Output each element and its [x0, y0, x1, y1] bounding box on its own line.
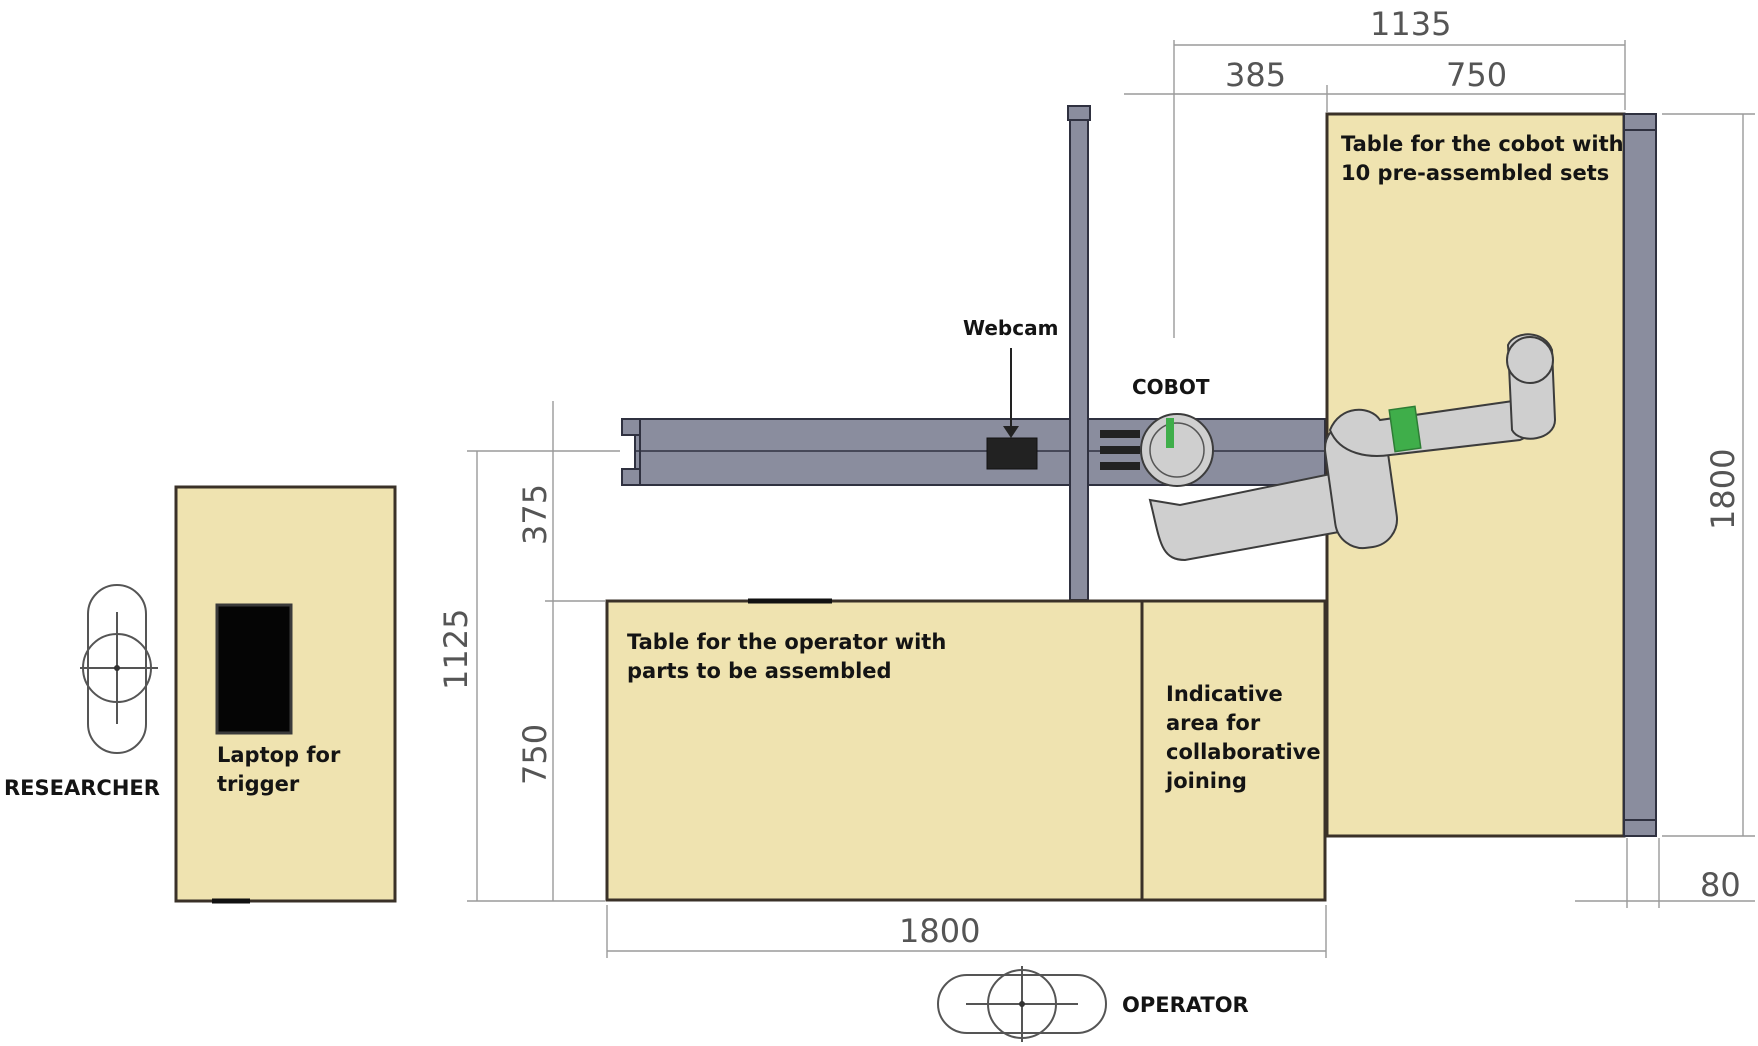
- vertical-post-bar: [1069, 105, 1089, 601]
- webcam-label: Webcam: [963, 316, 1058, 340]
- dim-top-total: 1135: [1370, 5, 1451, 43]
- collaborative-area: Indicative area for collaborative joinin…: [1140, 599, 1327, 902]
- researcher-label: RESEARCHER: [4, 776, 160, 800]
- operator-table: Table for the operator with parts to be …: [605, 598, 1144, 902]
- dim-right-height: 1800: [1704, 449, 1742, 530]
- dimension-top: 1135 385 750: [1124, 5, 1626, 338]
- person-center-dot: [114, 665, 120, 671]
- gantry-beam: [621, 418, 1326, 486]
- operator-center-dot: [1019, 1001, 1025, 1007]
- collab-label-line1: Indicative: [1166, 682, 1283, 706]
- cobot-arm: [1100, 333, 1557, 562]
- cobot-table-label-line2: 10 pre-assembled sets: [1341, 161, 1609, 185]
- dim-left-bottom: 750: [516, 724, 554, 785]
- cobot-base-accent: [1166, 418, 1174, 448]
- horizontal-beam: [634, 418, 1326, 486]
- cobot-accent-band: [1388, 405, 1422, 453]
- operator-table-label-line1: Table for the operator with: [627, 630, 946, 654]
- researcher-person-icon: [80, 584, 158, 754]
- dim-top-left: 385: [1225, 56, 1286, 94]
- collab-label-line4: joining: [1165, 769, 1247, 793]
- operator-label: OPERATOR: [1122, 993, 1249, 1017]
- vertical-post-cap: [1067, 105, 1091, 121]
- cobot-table-side-rail: [1623, 113, 1657, 837]
- cobot-table-label-line1: Table for the cobot with: [1341, 132, 1624, 156]
- beam-end-cap-top: [621, 418, 641, 436]
- laptop-icon: [215, 603, 293, 735]
- cobot-label: COBOT: [1132, 375, 1210, 399]
- dim-left-total: 1125: [437, 609, 475, 690]
- collab-label-line2: area for: [1166, 711, 1261, 735]
- operator-person-icon: [937, 966, 1107, 1042]
- dim-left-top: 375: [516, 484, 554, 545]
- dimension-bottom: 1800: [606, 905, 1327, 958]
- dim-right-bottom: 80: [1700, 866, 1741, 904]
- cobot-base-joint: [1140, 413, 1214, 487]
- dim-top-right: 750: [1446, 56, 1507, 94]
- cobot-base-ring: [1149, 422, 1205, 478]
- researcher-table: Laptop for trigger: [174, 485, 397, 904]
- laptop-label-line2: trigger: [217, 772, 300, 796]
- dim-bottom-width: 1800: [899, 912, 980, 950]
- operator-table-label-line2: parts to be assembled: [627, 659, 892, 683]
- collaborative-area-surface: [1140, 599, 1327, 902]
- dimension-right: 1800 80: [1575, 113, 1755, 908]
- beam-end-cap-bottom: [621, 468, 641, 486]
- dimension-left: 1125 375 750: [437, 401, 620, 902]
- cobot-mount-bolt-3: [1100, 462, 1140, 470]
- cobot-mount-bolt-1: [1100, 430, 1140, 438]
- cobot-mount-bolt-2: [1100, 446, 1140, 454]
- laptop-label-line1: Laptop for: [217, 743, 341, 767]
- webcam-device: [986, 437, 1038, 470]
- webcam-pointer-arrow: [1003, 426, 1019, 438]
- vertical-post: [1067, 105, 1091, 601]
- rail-cap-bottom: [1623, 819, 1657, 837]
- cobot-end-effector: [1506, 336, 1554, 384]
- rail-cap-top: [1623, 113, 1657, 131]
- collab-label-line3: collaborative: [1166, 740, 1321, 764]
